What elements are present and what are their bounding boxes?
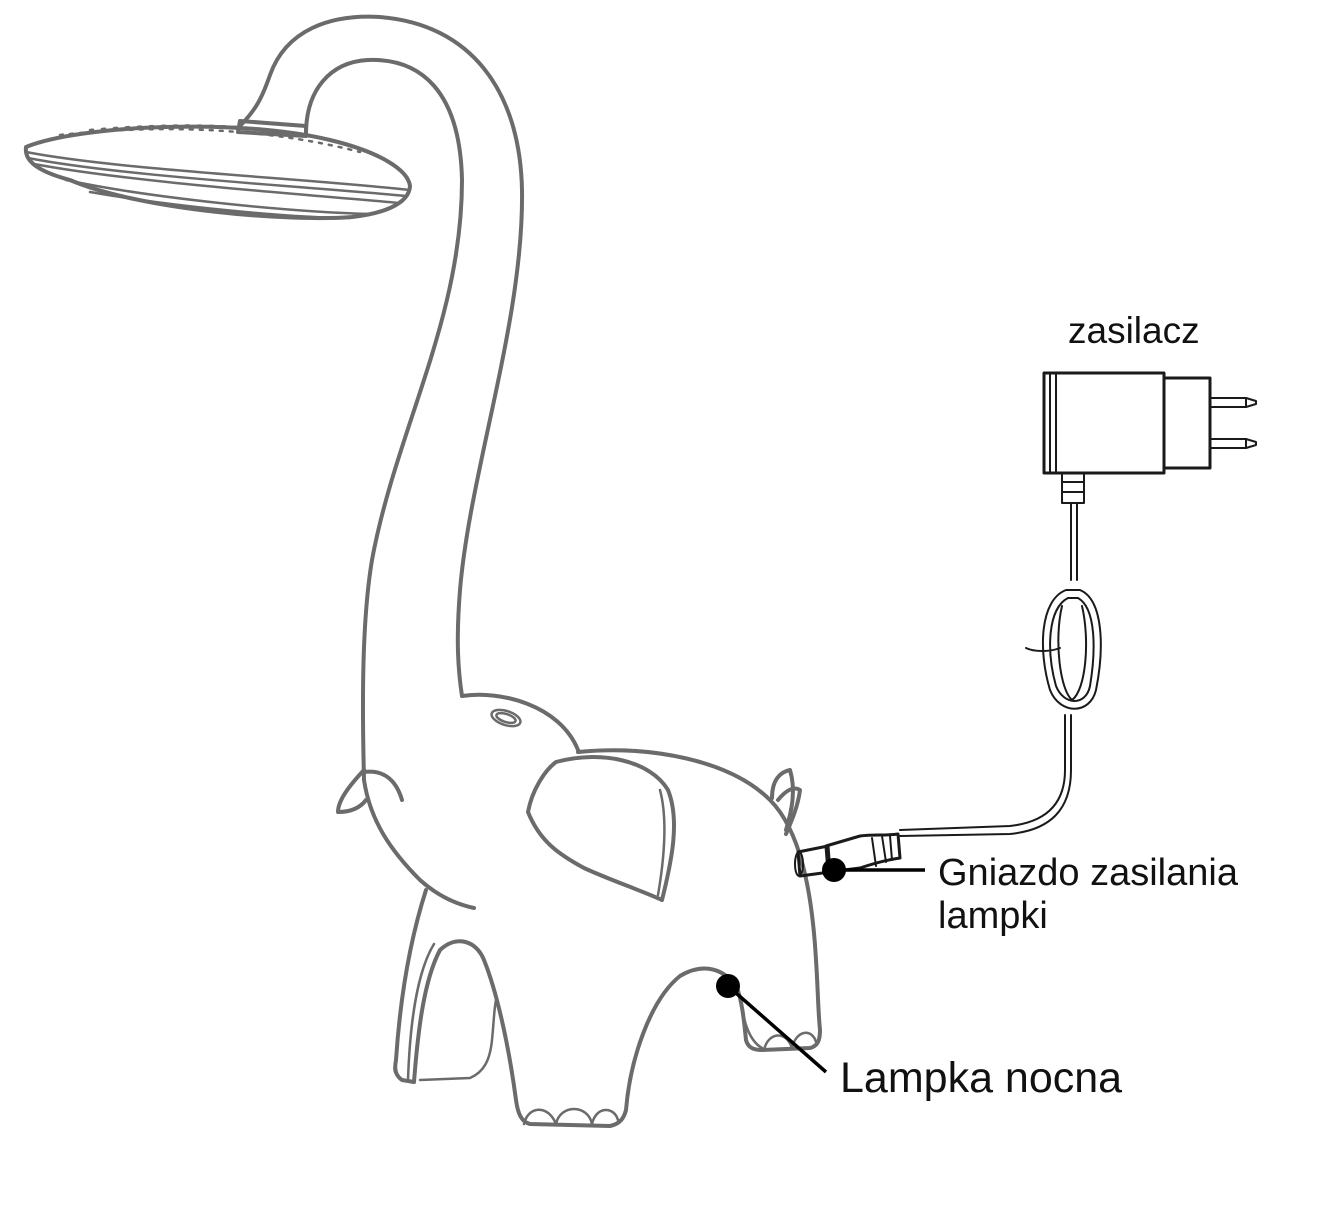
- socket-callout: [822, 858, 925, 882]
- socket-marker: [822, 858, 846, 882]
- power-supply-label: zasilacz: [1068, 310, 1200, 351]
- night-lamp-callout: [716, 974, 828, 1074]
- lamp-neck: [236, 14, 525, 782]
- night-lamp-label: Lampka nocna: [840, 1054, 1123, 1102]
- lamp-head: [23, 124, 412, 221]
- power-socket-label-line2: lampki: [938, 894, 1048, 937]
- elephant-ear: [526, 755, 677, 902]
- power-socket-label-line1: Gniazdo zasilania: [938, 852, 1238, 894]
- elephant-body: [393, 748, 822, 1128]
- night-lamp-marker: [716, 974, 740, 998]
- power-adapter: [1042, 371, 1257, 504]
- power-socket-label: Gniazdo zasilania lampki: [938, 852, 1238, 937]
- power-cable: [794, 502, 1102, 878]
- elephant-head: [336, 692, 580, 910]
